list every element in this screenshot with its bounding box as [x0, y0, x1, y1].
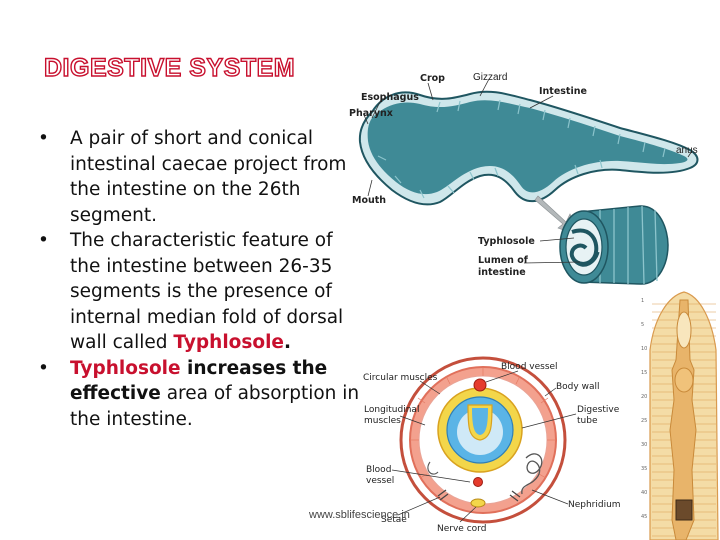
highlight-typhlosole: Typhlosole [70, 357, 181, 379]
nephridium-shape [521, 453, 543, 495]
bullet-text-bold: increases the [180, 357, 328, 379]
worm-gut [669, 299, 697, 540]
label-blood-vessel-left-2: vessel [366, 476, 395, 486]
label-gizzard: Gizzard [473, 72, 508, 83]
worm-segment-number: 35 [641, 466, 647, 472]
worm-segment-number: 15 [641, 370, 647, 376]
worm-segment-number: 1 [641, 298, 644, 304]
label-digestive-1: Digestive [577, 405, 620, 415]
bullet-item-1: • A pair of short and conical intestinal… [38, 126, 368, 228]
label-digestive-2: tube [577, 416, 598, 426]
worm-segment-number: 25 [641, 418, 647, 424]
worm-clitellum-marker [675, 499, 693, 521]
bullet-item-3: • Typhlosole increases the effective are… [38, 356, 368, 433]
worm-crop [674, 367, 694, 393]
worm-segment-number: 30 [641, 442, 647, 448]
bullet-text: A pair of short and conical intestinal c… [70, 128, 347, 226]
gut-striations [377, 99, 666, 199]
gut-pointer-lines [363, 78, 693, 197]
label-typhlosole: Typhlosole [478, 236, 535, 247]
label-setae: Setae [381, 515, 407, 525]
label-esophagus: Esophagus [361, 92, 419, 103]
bullet-text-period: . [283, 332, 292, 353]
nerve-cord-shape [470, 498, 486, 508]
bullet-item-2: • The characteristic feature of the inte… [38, 228, 368, 356]
bullet-marker: • [38, 357, 49, 379]
label-nephridium: Nephridium [568, 500, 621, 510]
label-crop: Crop [420, 73, 445, 84]
body-wall-texture [410, 367, 556, 479]
label-blood-vessel-top: Blood vessel [501, 362, 558, 372]
worm-segment-number: 20 [641, 394, 647, 400]
setae-marks [437, 489, 521, 502]
worm-pharynx [676, 311, 692, 349]
label-blood-vessel-left-1: Blood [366, 465, 392, 475]
website-watermark: www.sblifescience.in [309, 509, 410, 521]
label-circular-muscles: Circular muscles [363, 373, 438, 383]
highlight-typhlosole: Typhlosole [173, 332, 284, 353]
worm-segment-number: 40 [641, 490, 647, 496]
label-lumen-line1: Lumen of [478, 255, 528, 266]
label-nerve-cord: Nerve cord [437, 524, 487, 534]
bullet-text-effective: effective [70, 383, 161, 404]
slide-title: DIGESTIVE SYSTEM [43, 53, 296, 82]
bullet-text: The characteristic feature of the intest… [70, 230, 344, 353]
worm-segment-number: 45 [641, 514, 647, 520]
bullet-marker: • [38, 230, 49, 251]
bullet-marker: • [38, 128, 49, 149]
label-lumen-line2: intestine [478, 267, 526, 278]
label-longitudinal-2: muscles [364, 416, 401, 426]
worm-segment-number: 10 [641, 346, 647, 352]
worm-segment-number: 5 [641, 322, 644, 328]
bullet-list: • A pair of short and conical intestinal… [38, 126, 368, 432]
label-anus: anus [676, 145, 698, 156]
cross-section-pointer-lines [391, 370, 577, 523]
intestine-section [559, 205, 669, 285]
label-intestine: Intestine [539, 86, 587, 97]
ventral-blood-vessel [473, 477, 483, 487]
label-mouth: Mouth [352, 195, 387, 206]
label-pharynx: Pharynx [349, 108, 393, 119]
bullet-text: area of absorption in the intestine. [70, 383, 360, 430]
gut-tube [367, 100, 688, 195]
label-body-wall: Body wall [556, 382, 600, 392]
label-longitudinal-1: Longitudinal [364, 405, 420, 415]
dorsal-blood-vessel [473, 378, 487, 392]
